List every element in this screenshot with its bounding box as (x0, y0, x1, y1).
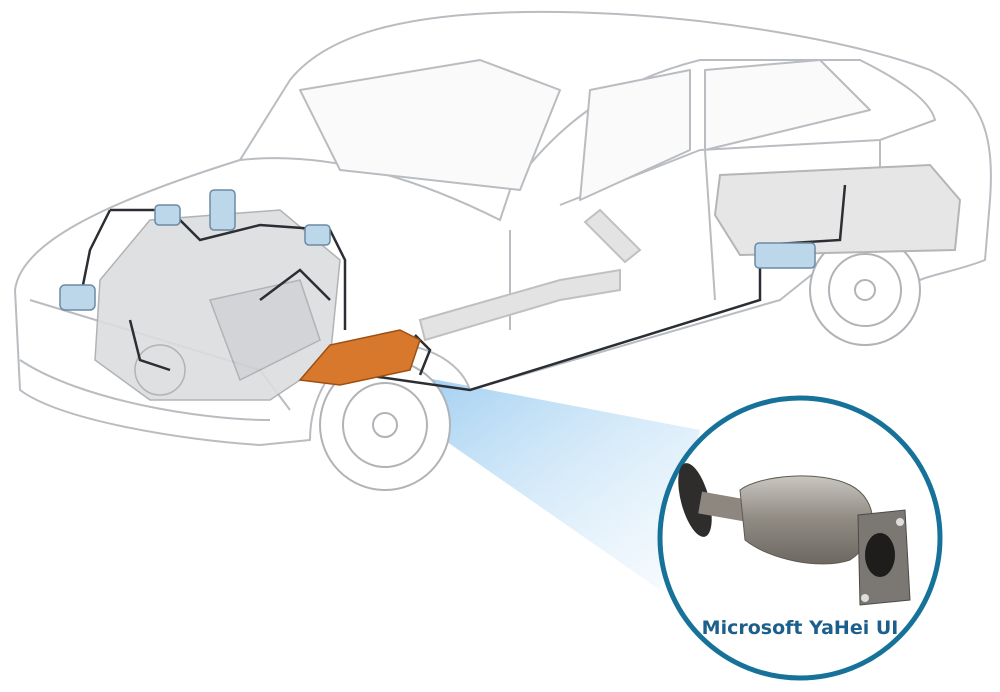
highlight-beam (385, 370, 700, 590)
catalytic-converter-highlight (298, 329, 421, 386)
exhaust-pipe (418, 208, 642, 342)
catalytic-converter-photo (678, 463, 911, 606)
wheels (319, 234, 921, 491)
engine (94, 209, 341, 401)
fuel-tank (713, 163, 962, 257)
caption-label: Microsoft YaHei UI (701, 617, 899, 639)
sensors (59, 189, 816, 311)
